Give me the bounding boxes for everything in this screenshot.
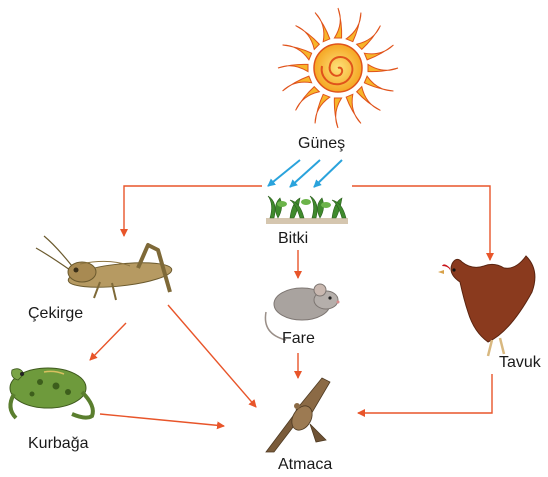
hawk-icon [266, 378, 330, 452]
sun-icon [278, 8, 398, 128]
sun-ray [315, 13, 330, 42]
sun-ray [368, 64, 398, 71]
grasshopper-icon [36, 236, 173, 300]
sun-ray [334, 98, 341, 128]
sun-ray [364, 45, 393, 60]
sun-ray [278, 64, 308, 71]
sun-ray [334, 8, 341, 38]
sun-ray [346, 13, 361, 42]
frog-icon [10, 368, 93, 418]
label-mouse: Fare [282, 330, 315, 348]
label-sun: Güneş [298, 135, 345, 153]
sun-ray [315, 94, 330, 123]
arrow-grasshopper-to-frog [90, 323, 126, 360]
label-frog: Kurbağa [28, 435, 89, 453]
arrow-chicken-to-hawk [358, 374, 492, 413]
label-chicken: Tavuk [499, 354, 541, 372]
label-grasshopper: Çekirge [28, 305, 83, 323]
arrow-frog-to-hawk [100, 414, 224, 426]
plant-icon [266, 196, 348, 224]
sun-ray [364, 76, 393, 91]
arrow-plant-to-chicken [352, 186, 490, 260]
arrow-grasshopper-to-hawk [168, 305, 256, 407]
sun-ray [357, 26, 381, 50]
sunlight-arrows [268, 160, 342, 187]
sun-ray [283, 76, 312, 91]
sun-ray [357, 87, 381, 111]
sun-ray [296, 26, 320, 50]
sun-ray [283, 45, 312, 60]
label-hawk: Atmaca [278, 456, 332, 474]
sun-ray [296, 87, 320, 111]
label-plant: Bitki [278, 230, 308, 248]
chicken-icon [438, 256, 535, 356]
sun-ray [346, 94, 361, 123]
arrow-plant-to-grasshopper [124, 186, 262, 236]
